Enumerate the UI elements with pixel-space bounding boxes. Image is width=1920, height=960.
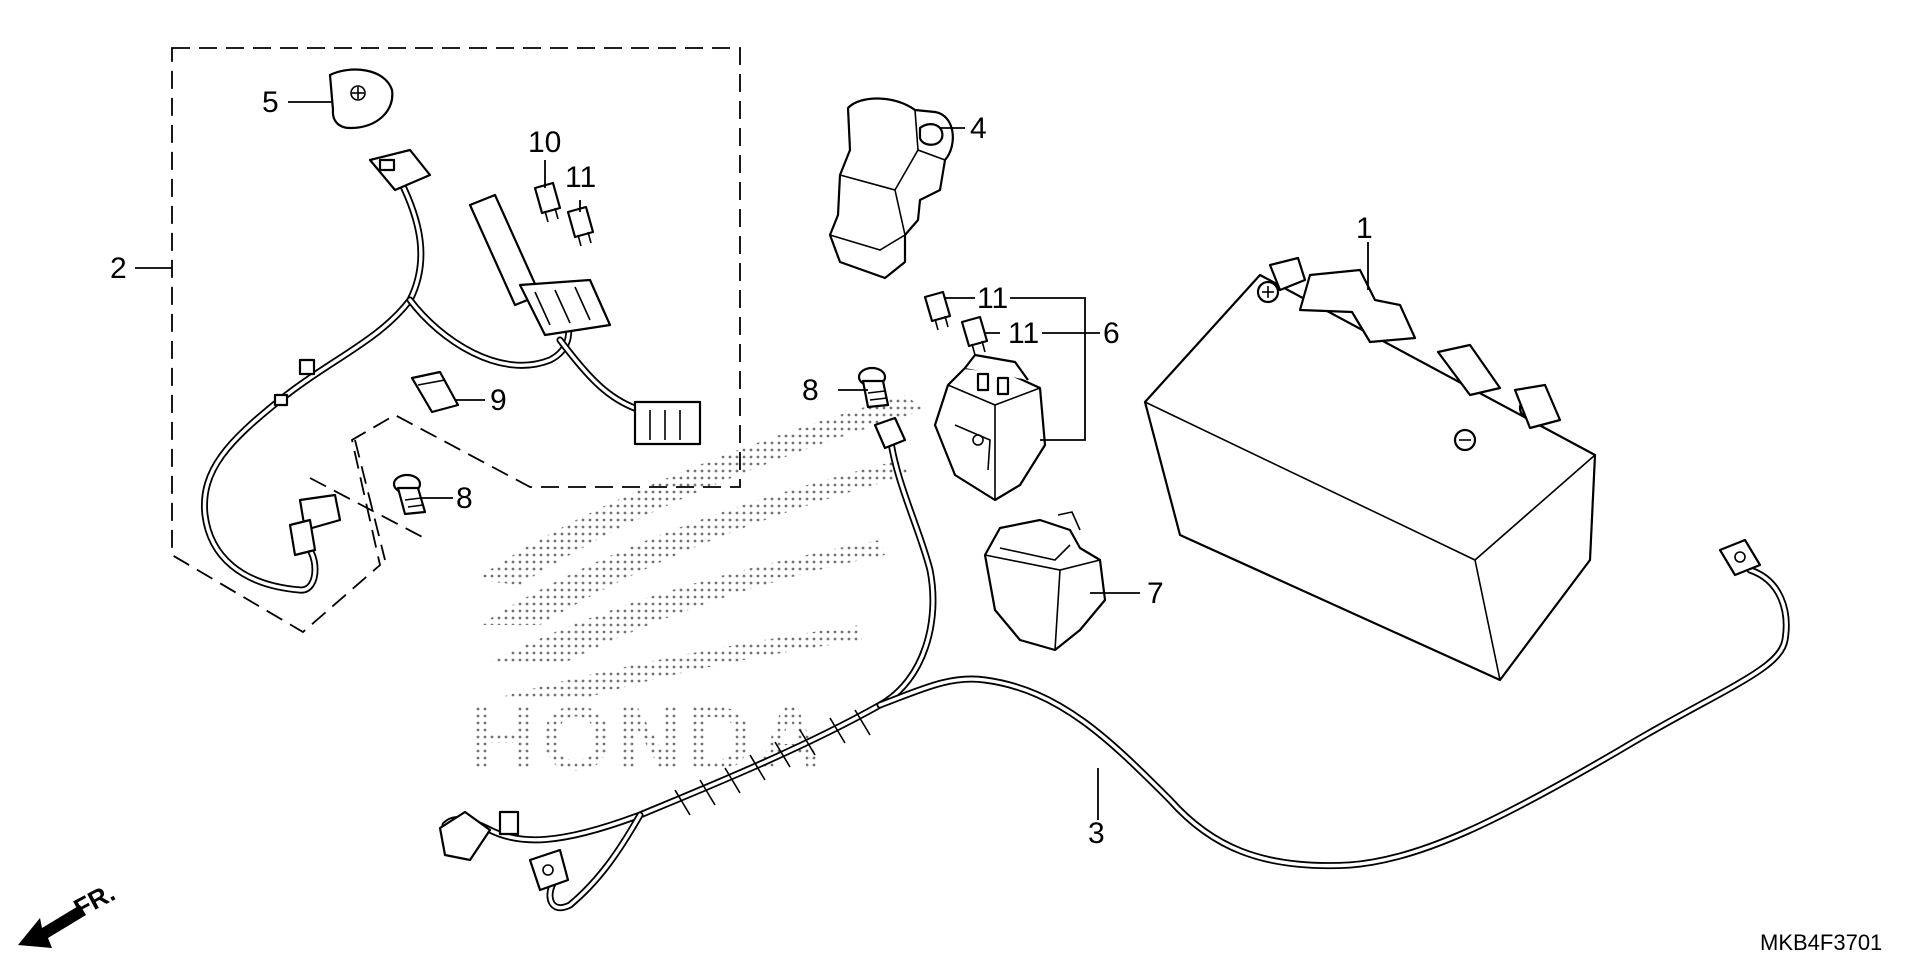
diagram-code: MKB4F3701 — [1760, 930, 1882, 955]
callout-11-kit: 11 — [565, 161, 596, 194]
callout-11-upper: 11 — [977, 282, 1008, 315]
leader-lines — [135, 101, 1369, 820]
battery-cap-cover — [328, 68, 394, 130]
bolt-8-left — [392, 473, 427, 516]
bolt-8-center — [857, 366, 890, 409]
main-wire-harness — [438, 416, 1790, 911]
callout-10: 10 — [528, 126, 561, 159]
callout-5: 5 — [262, 86, 279, 119]
honda-wing-watermark: HONDA — [470, 395, 925, 790]
sub-wire-harness — [200, 148, 644, 594]
callout-9: 9 — [490, 384, 507, 417]
fuse-holder — [468, 193, 702, 446]
callout-1: 1 — [1356, 212, 1373, 245]
kit-boundary — [171, 47, 741, 634]
callout-8-left: 8 — [456, 482, 473, 515]
fuse-11-kit — [566, 205, 595, 247]
front-direction-arrow: FR. — [18, 877, 120, 948]
callout-6: 6 — [1103, 317, 1120, 350]
callout-2: 2 — [110, 252, 127, 285]
rubber-cap — [410, 370, 460, 414]
battery — [1143, 256, 1597, 682]
callout-3: 3 — [1088, 817, 1105, 850]
relay-cover — [828, 97, 954, 280]
callout-11-lower: 11 — [1008, 317, 1039, 350]
watermark-text: HONDA — [470, 688, 827, 790]
relay-rubber-boot — [983, 511, 1107, 652]
fuse-11-lower — [960, 315, 989, 356]
callout-4: 4 — [970, 112, 987, 145]
fuse-11-upper — [923, 290, 952, 331]
callout-7: 7 — [1147, 577, 1164, 610]
callout-8-center: 8 — [802, 374, 819, 407]
fuse-10 — [533, 181, 562, 223]
starter-relay — [933, 353, 1047, 502]
